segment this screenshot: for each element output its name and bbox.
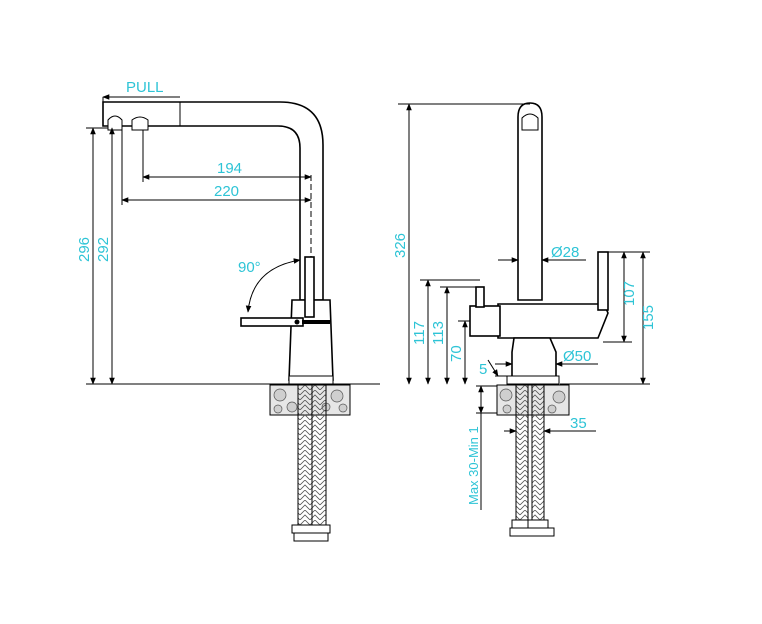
dim-107-label: 107 (621, 281, 638, 306)
dim-5-label: 5 (479, 361, 487, 378)
dim-326-label: 326 (392, 233, 409, 258)
side-view: PULL 194 220 296 292 90° (76, 79, 380, 542)
dim-292-label: 292 (95, 237, 112, 262)
side-body (240, 256, 334, 385)
front-view: 326 Ø28 117 113 70 5 Ø50 107 155 35 Max … (392, 102, 657, 537)
side-hoses (291, 384, 331, 542)
front-dimension-lines (398, 103, 650, 510)
dim-220-label: 220 (214, 183, 239, 200)
angle-90-label: 90° (238, 259, 261, 276)
dim-113-label: 113 (430, 321, 447, 345)
front-spout (517, 102, 543, 301)
front-body (469, 251, 609, 385)
pull-label: PULL (126, 79, 164, 96)
front-hoses (509, 384, 555, 537)
dim-194-label: 194 (217, 160, 242, 177)
side-dimension-lines (86, 94, 380, 385)
counter-thickness-label: Max 30-Min 1 (466, 426, 481, 505)
dim-70-label: 70 (448, 345, 465, 362)
dim-296-label: 296 (76, 237, 93, 262)
dim-28-label: Ø28 (551, 244, 579, 261)
side-spout (102, 101, 324, 301)
dim-155-label: 155 (640, 305, 657, 330)
dim-50-label: Ø50 (563, 348, 591, 365)
dim-117-label: 117 (411, 321, 428, 345)
dim-35-label: 35 (570, 415, 587, 432)
